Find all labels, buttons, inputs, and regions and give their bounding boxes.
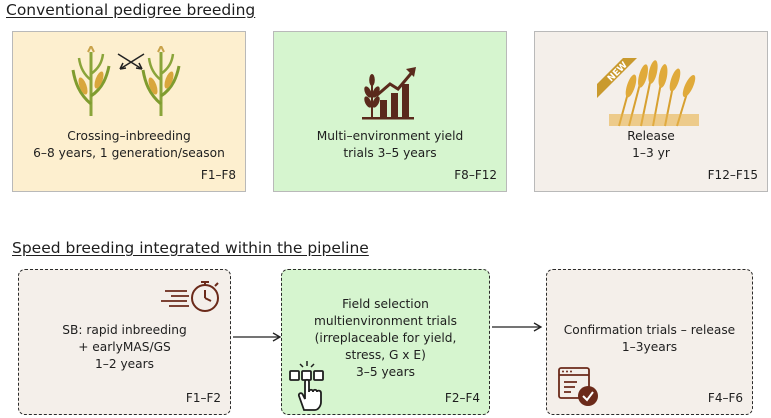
approved-document-icon (558, 367, 598, 406)
generation-label: F1–F8 (200, 168, 236, 182)
speed-breeding-heading: Speed breeding integrated within the pip… (12, 239, 369, 257)
growth-chart-icon (362, 67, 416, 120)
flow-arrow-2 (492, 322, 543, 332)
stage-description: Confirmation trials – release 1–3years (563, 323, 736, 354)
conventional-stage-yield-trials: Multi–environment yield trials 3–5 years… (273, 31, 507, 192)
stage-description: Release 1–3 yr (627, 129, 675, 160)
conventional-stage-release: NEW Release 1–3 yr F12–F15 (534, 31, 768, 192)
generation-label: F8–F12 (454, 168, 497, 182)
cross-arrows-icon (117, 53, 145, 70)
stage-description: Crossing–inbreeding 6–8 years, 1 generat… (33, 129, 225, 160)
tap-grid-icon (289, 361, 324, 411)
conventional-stage-crossing: Crossing–inbreeding 6–8 years, 1 generat… (12, 31, 246, 192)
flow-arrow-1 (233, 332, 282, 342)
stage-description: Multi–environment yield trials 3–5 years (316, 129, 464, 160)
speed-stage-field-selection: Field selection multienvironment trials … (281, 269, 490, 415)
conventional-heading: Conventional pedigree breeding (6, 1, 256, 19)
new-ribbon-icon: NEW (597, 58, 637, 98)
generation-label: F2–F4 (444, 391, 480, 405)
generation-label: F1–F2 (185, 391, 221, 405)
generation-label: F12–F15 (707, 168, 758, 182)
wheat-icon (609, 60, 699, 127)
corn-plant-icon (71, 46, 181, 116)
generation-label: F4–F6 (707, 391, 743, 405)
stage-description: Field selection multienvironment trials … (313, 297, 458, 379)
speed-stage-confirmation: Confirmation trials – release 1–3years F… (546, 269, 753, 415)
stage-description: SB: rapid inbreeding + earlyMAS/GS 1–2 y… (62, 323, 187, 371)
speed-stage-rapid-inbreeding: SB: rapid inbreeding + earlyMAS/GS 1–2 y… (18, 269, 231, 415)
stopwatch-icon (161, 281, 219, 312)
